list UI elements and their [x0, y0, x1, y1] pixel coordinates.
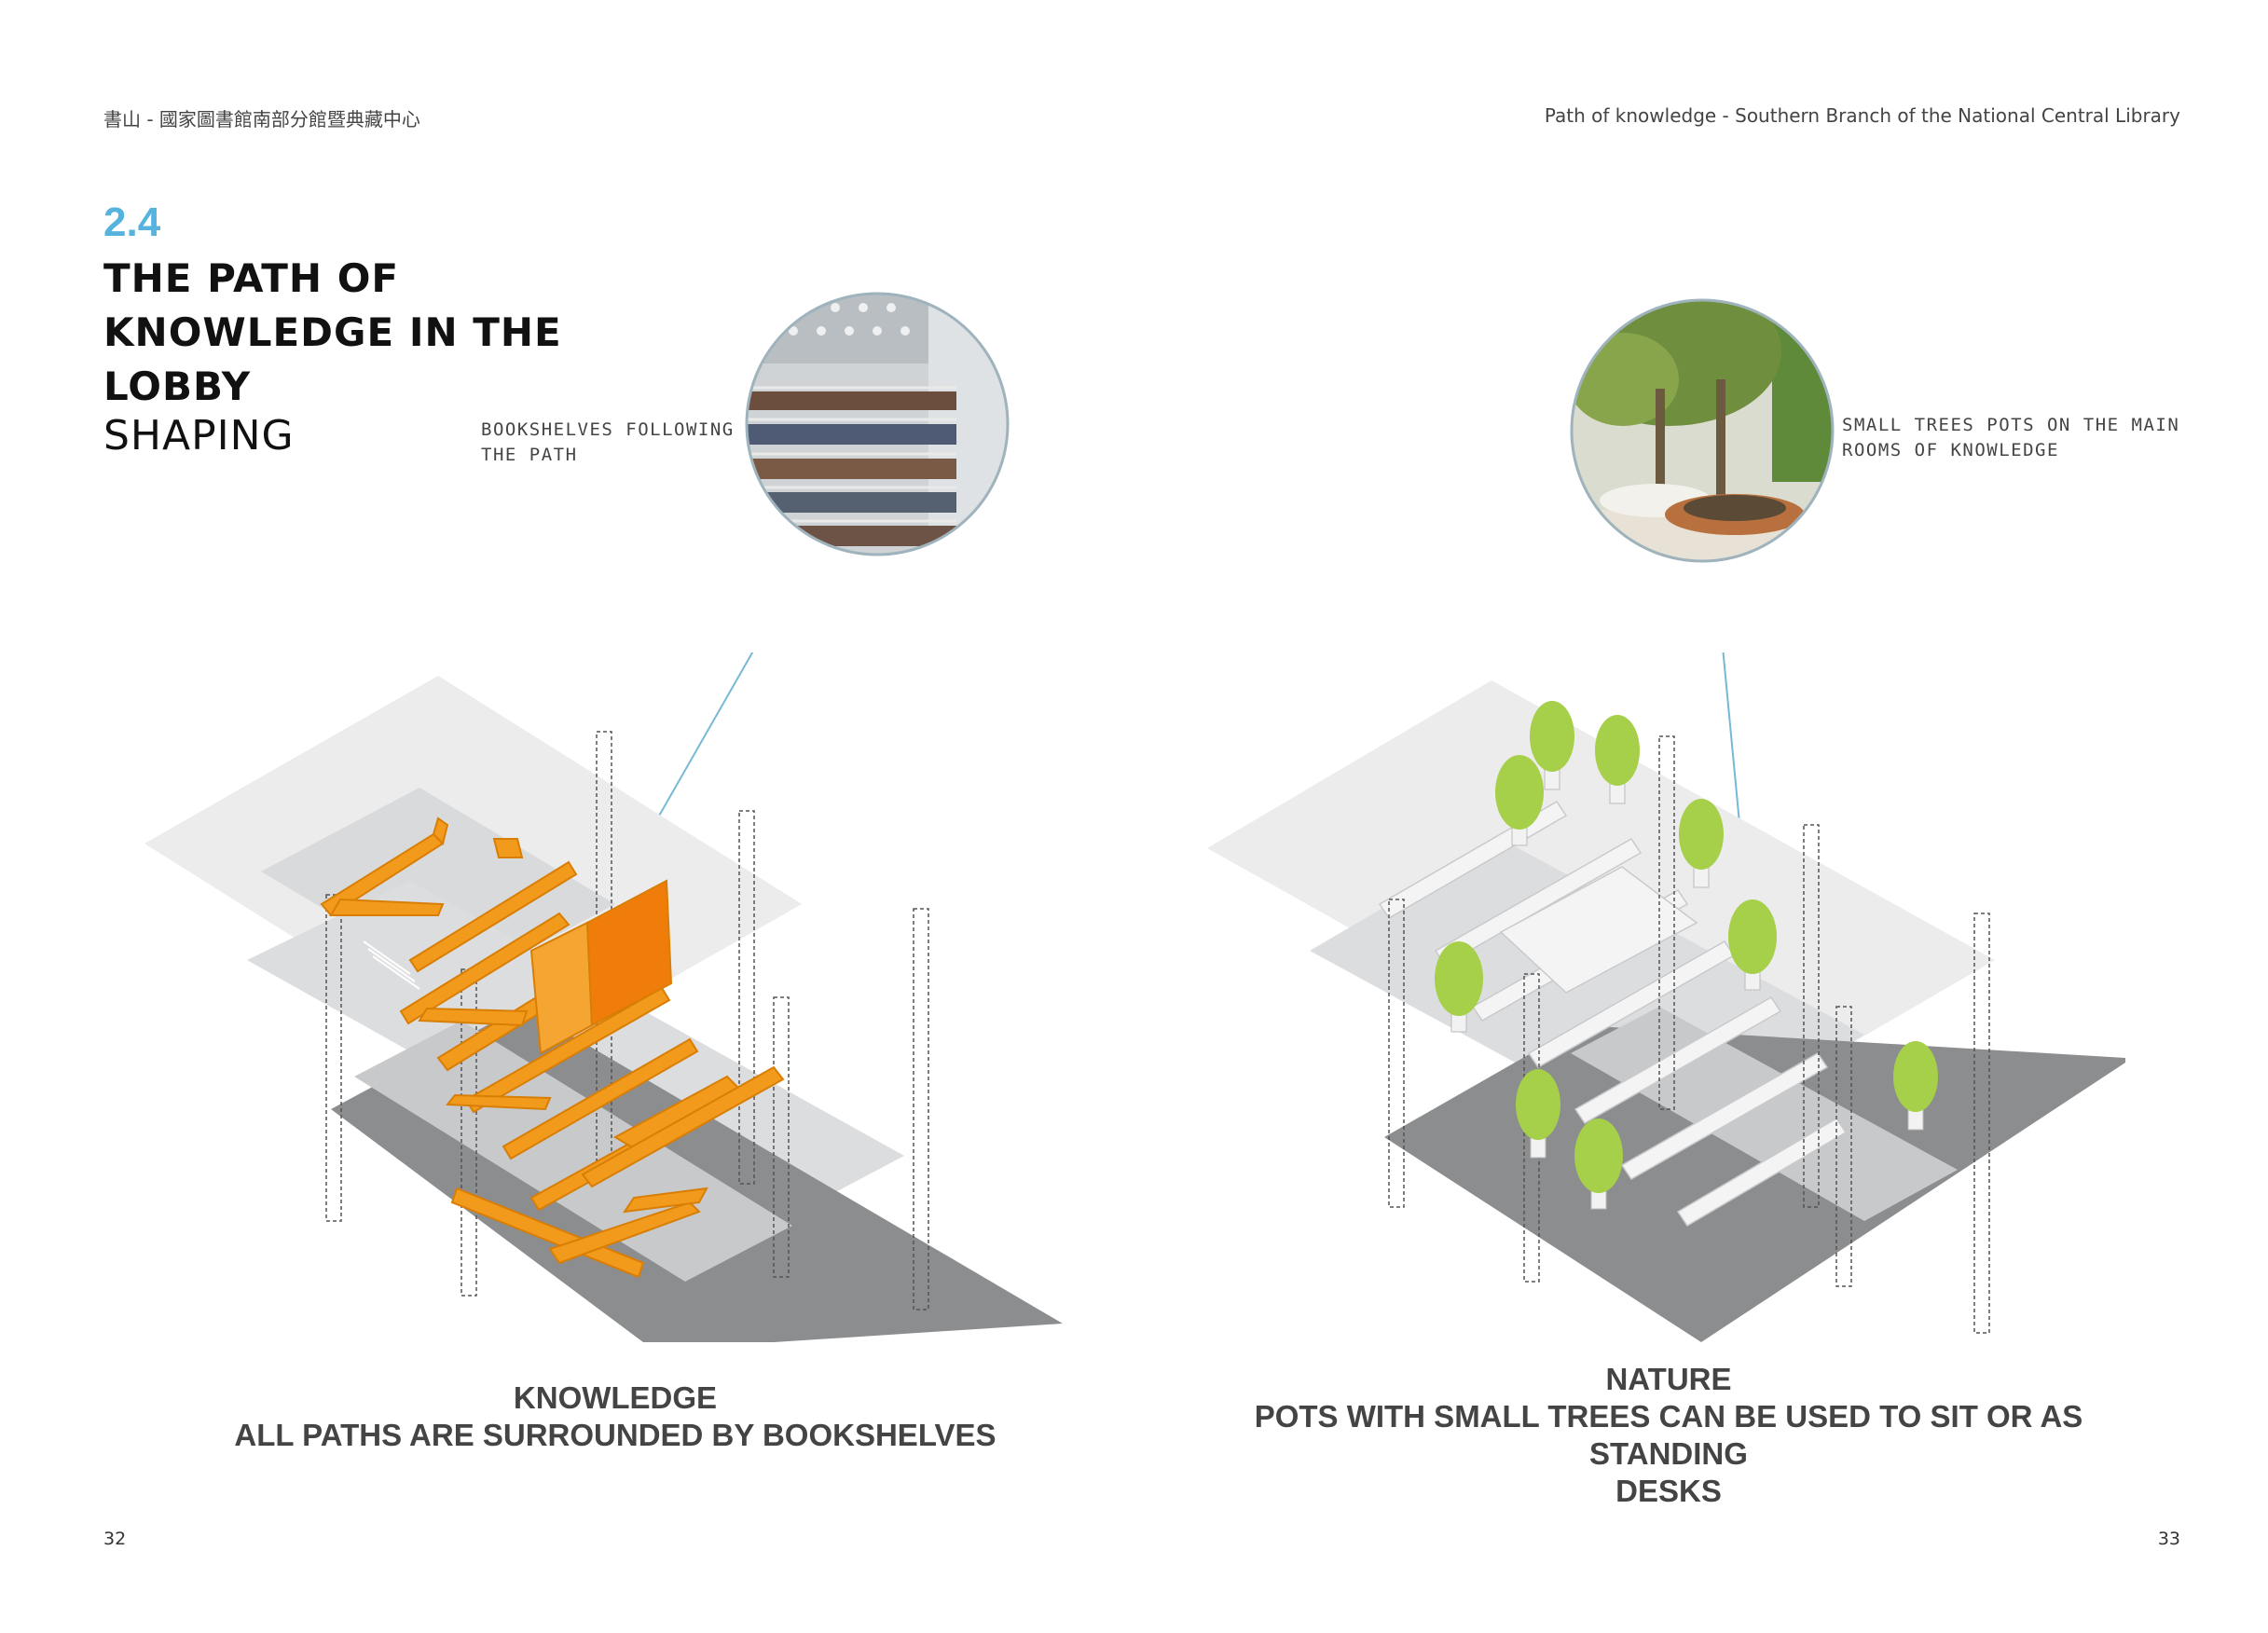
right-caption-text: POTS WITH SMALL TREES CAN BE USED TO SIT… — [1254, 1399, 2083, 1471]
section-title-line: LOBBY — [103, 364, 252, 409]
left-caption-heading: KNOWLEDGE — [513, 1380, 718, 1415]
page-number-right: 33 — [2157, 1529, 2180, 1549]
left-callout: BOOKSHELVES FOLLOWING THE PATH — [481, 418, 735, 468]
section-title: THE PATH OF KNOWLEDGE IN THE LOBBY — [103, 252, 562, 414]
header-right-title: Path of knowledge - Southern Branch of t… — [1544, 104, 2180, 127]
left-callout-line: BOOKSHELVES FOLLOWING — [481, 419, 735, 440]
section-title-line: THE PATH OF — [103, 255, 400, 301]
header-left-title: 書山 - 國家圖書館南部分館暨典藏中心 — [103, 108, 420, 130]
right-callout: SMALL TREES POTS ON THE MAIN ROOMS OF KN… — [1842, 413, 2179, 463]
trees-photo — [1570, 298, 1835, 563]
left-callout-line: THE PATH — [481, 445, 578, 465]
left-caption-text: ALL PATHS ARE SURROUNDED BY BOOKSHELVES — [234, 1418, 997, 1452]
left-caption: KNOWLEDGE ALL PATHS ARE SURROUNDED BY BO… — [149, 1379, 1081, 1454]
right-callout-line: ROOMS OF KNOWLEDGE — [1842, 440, 2059, 460]
trees — [1435, 701, 1938, 1210]
knowledge-axonometric-diagram — [144, 652, 1063, 1342]
bookshelf-photo — [745, 292, 1010, 556]
right-caption: NATURE POTS WITH SMALL TREES CAN BE USED… — [1175, 1361, 2163, 1510]
page-number-left: 32 — [103, 1529, 127, 1549]
white-ramps — [1378, 800, 1848, 1228]
bookshelves — [320, 816, 785, 1279]
section-title-line: KNOWLEDGE IN THE — [103, 309, 562, 355]
right-callout-line: SMALL TREES POTS ON THE MAIN — [1842, 415, 2180, 435]
right-caption-heading: NATURE — [1605, 1362, 1732, 1396]
right-caption-text: DESKS — [1615, 1474, 1722, 1508]
nature-axonometric-diagram — [1207, 652, 2125, 1342]
section-subtitle: SHAPING — [103, 412, 295, 460]
section-number: 2.4 — [103, 199, 161, 245]
